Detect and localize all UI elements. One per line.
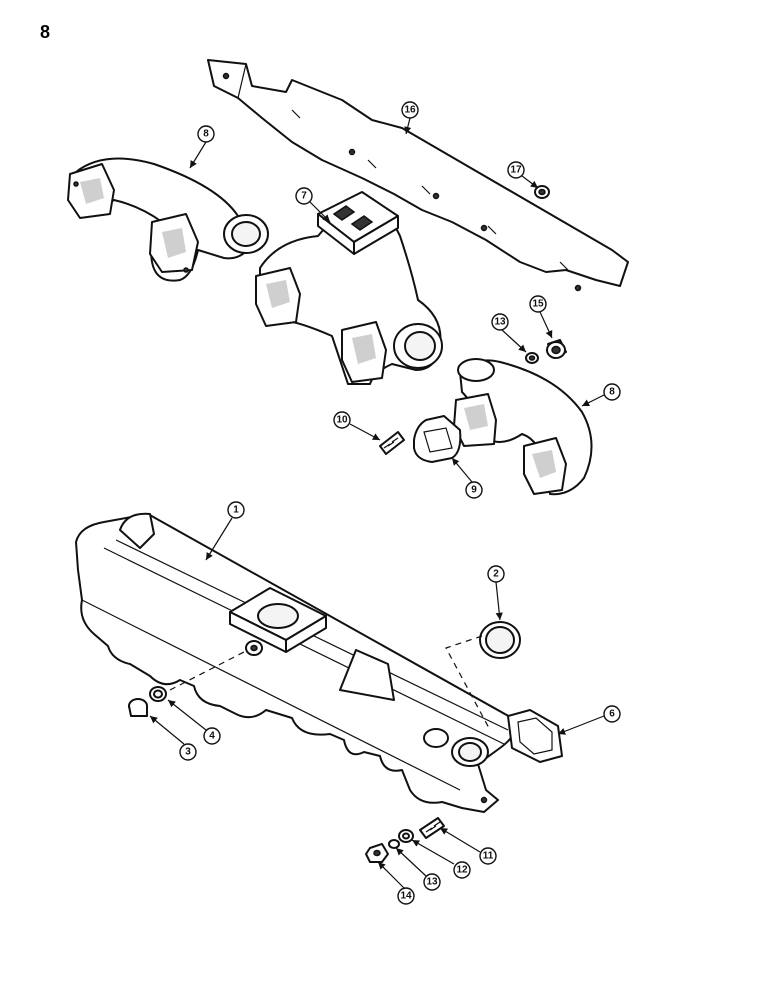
- svg-text:16: 16: [404, 105, 416, 116]
- part-lock-washer-lower: [388, 839, 400, 849]
- part-heat-shield: [207, 59, 629, 292]
- part-stud-lower: [419, 817, 445, 839]
- callout-3: 3: [179, 743, 197, 761]
- svg-text:6: 6: [609, 709, 615, 720]
- part-plug: [128, 698, 148, 717]
- callout-15: 15: [529, 295, 547, 313]
- part-washer-lower: [398, 829, 414, 843]
- part-gasket-outlet: [507, 709, 563, 763]
- part-manifold-elbow-left: [67, 157, 269, 282]
- callout-4: 4: [203, 727, 221, 745]
- callout-8-lower: 8: [603, 383, 621, 401]
- assembly-line-plug: [169, 651, 245, 691]
- callout-13-upper: 13: [491, 313, 509, 331]
- assembly-line-ring: [445, 635, 491, 731]
- svg-text:14: 14: [400, 891, 412, 902]
- svg-text:1: 1: [233, 505, 239, 516]
- part-spacer: [546, 339, 567, 359]
- part-manifold-elbow-right: [453, 358, 593, 496]
- part-shield-nut: [534, 185, 550, 199]
- svg-text:8: 8: [203, 129, 209, 140]
- part-main-manifold: [75, 512, 517, 813]
- callout-11: 11: [479, 847, 497, 865]
- part-nut-lower: [365, 843, 389, 863]
- svg-text:2: 2: [493, 569, 499, 580]
- svg-text:12: 12: [456, 865, 468, 876]
- callout-17: 17: [507, 161, 525, 179]
- page-number: 8: [40, 22, 51, 42]
- callout-1: 1: [227, 501, 245, 519]
- svg-text:8: 8: [609, 387, 615, 398]
- part-small-nut-upper: [525, 352, 539, 364]
- callout-9: 9: [465, 481, 483, 499]
- svg-text:7: 7: [301, 191, 307, 202]
- svg-text:13: 13: [494, 317, 506, 328]
- part-plug-washer: [149, 686, 167, 702]
- svg-text:15: 15: [532, 299, 544, 310]
- svg-text:4: 4: [209, 731, 215, 742]
- callout-8-upper: 8: [197, 125, 215, 143]
- leader-lines: [149, 117, 607, 889]
- svg-text:17: 17: [510, 165, 522, 176]
- svg-text:9: 9: [471, 485, 477, 496]
- svg-text:10: 10: [336, 415, 348, 426]
- part-gasket-upper: [413, 415, 462, 463]
- callout-10: 10: [333, 411, 351, 429]
- part-stud-upper: [379, 431, 405, 455]
- part-seal-ring: [479, 621, 521, 659]
- callout-7: 7: [295, 187, 313, 205]
- svg-text:13: 13: [426, 877, 438, 888]
- callout-2: 2: [487, 565, 505, 583]
- callout-13-lower: 13: [423, 873, 441, 891]
- part-manifold-center: [255, 191, 443, 385]
- callout-14: 14: [397, 887, 415, 905]
- callout-12: 12: [453, 861, 471, 879]
- svg-text:3: 3: [185, 747, 191, 758]
- svg-text:11: 11: [483, 851, 494, 862]
- callout-6: 6: [603, 705, 621, 723]
- callout-16: 16: [401, 101, 419, 119]
